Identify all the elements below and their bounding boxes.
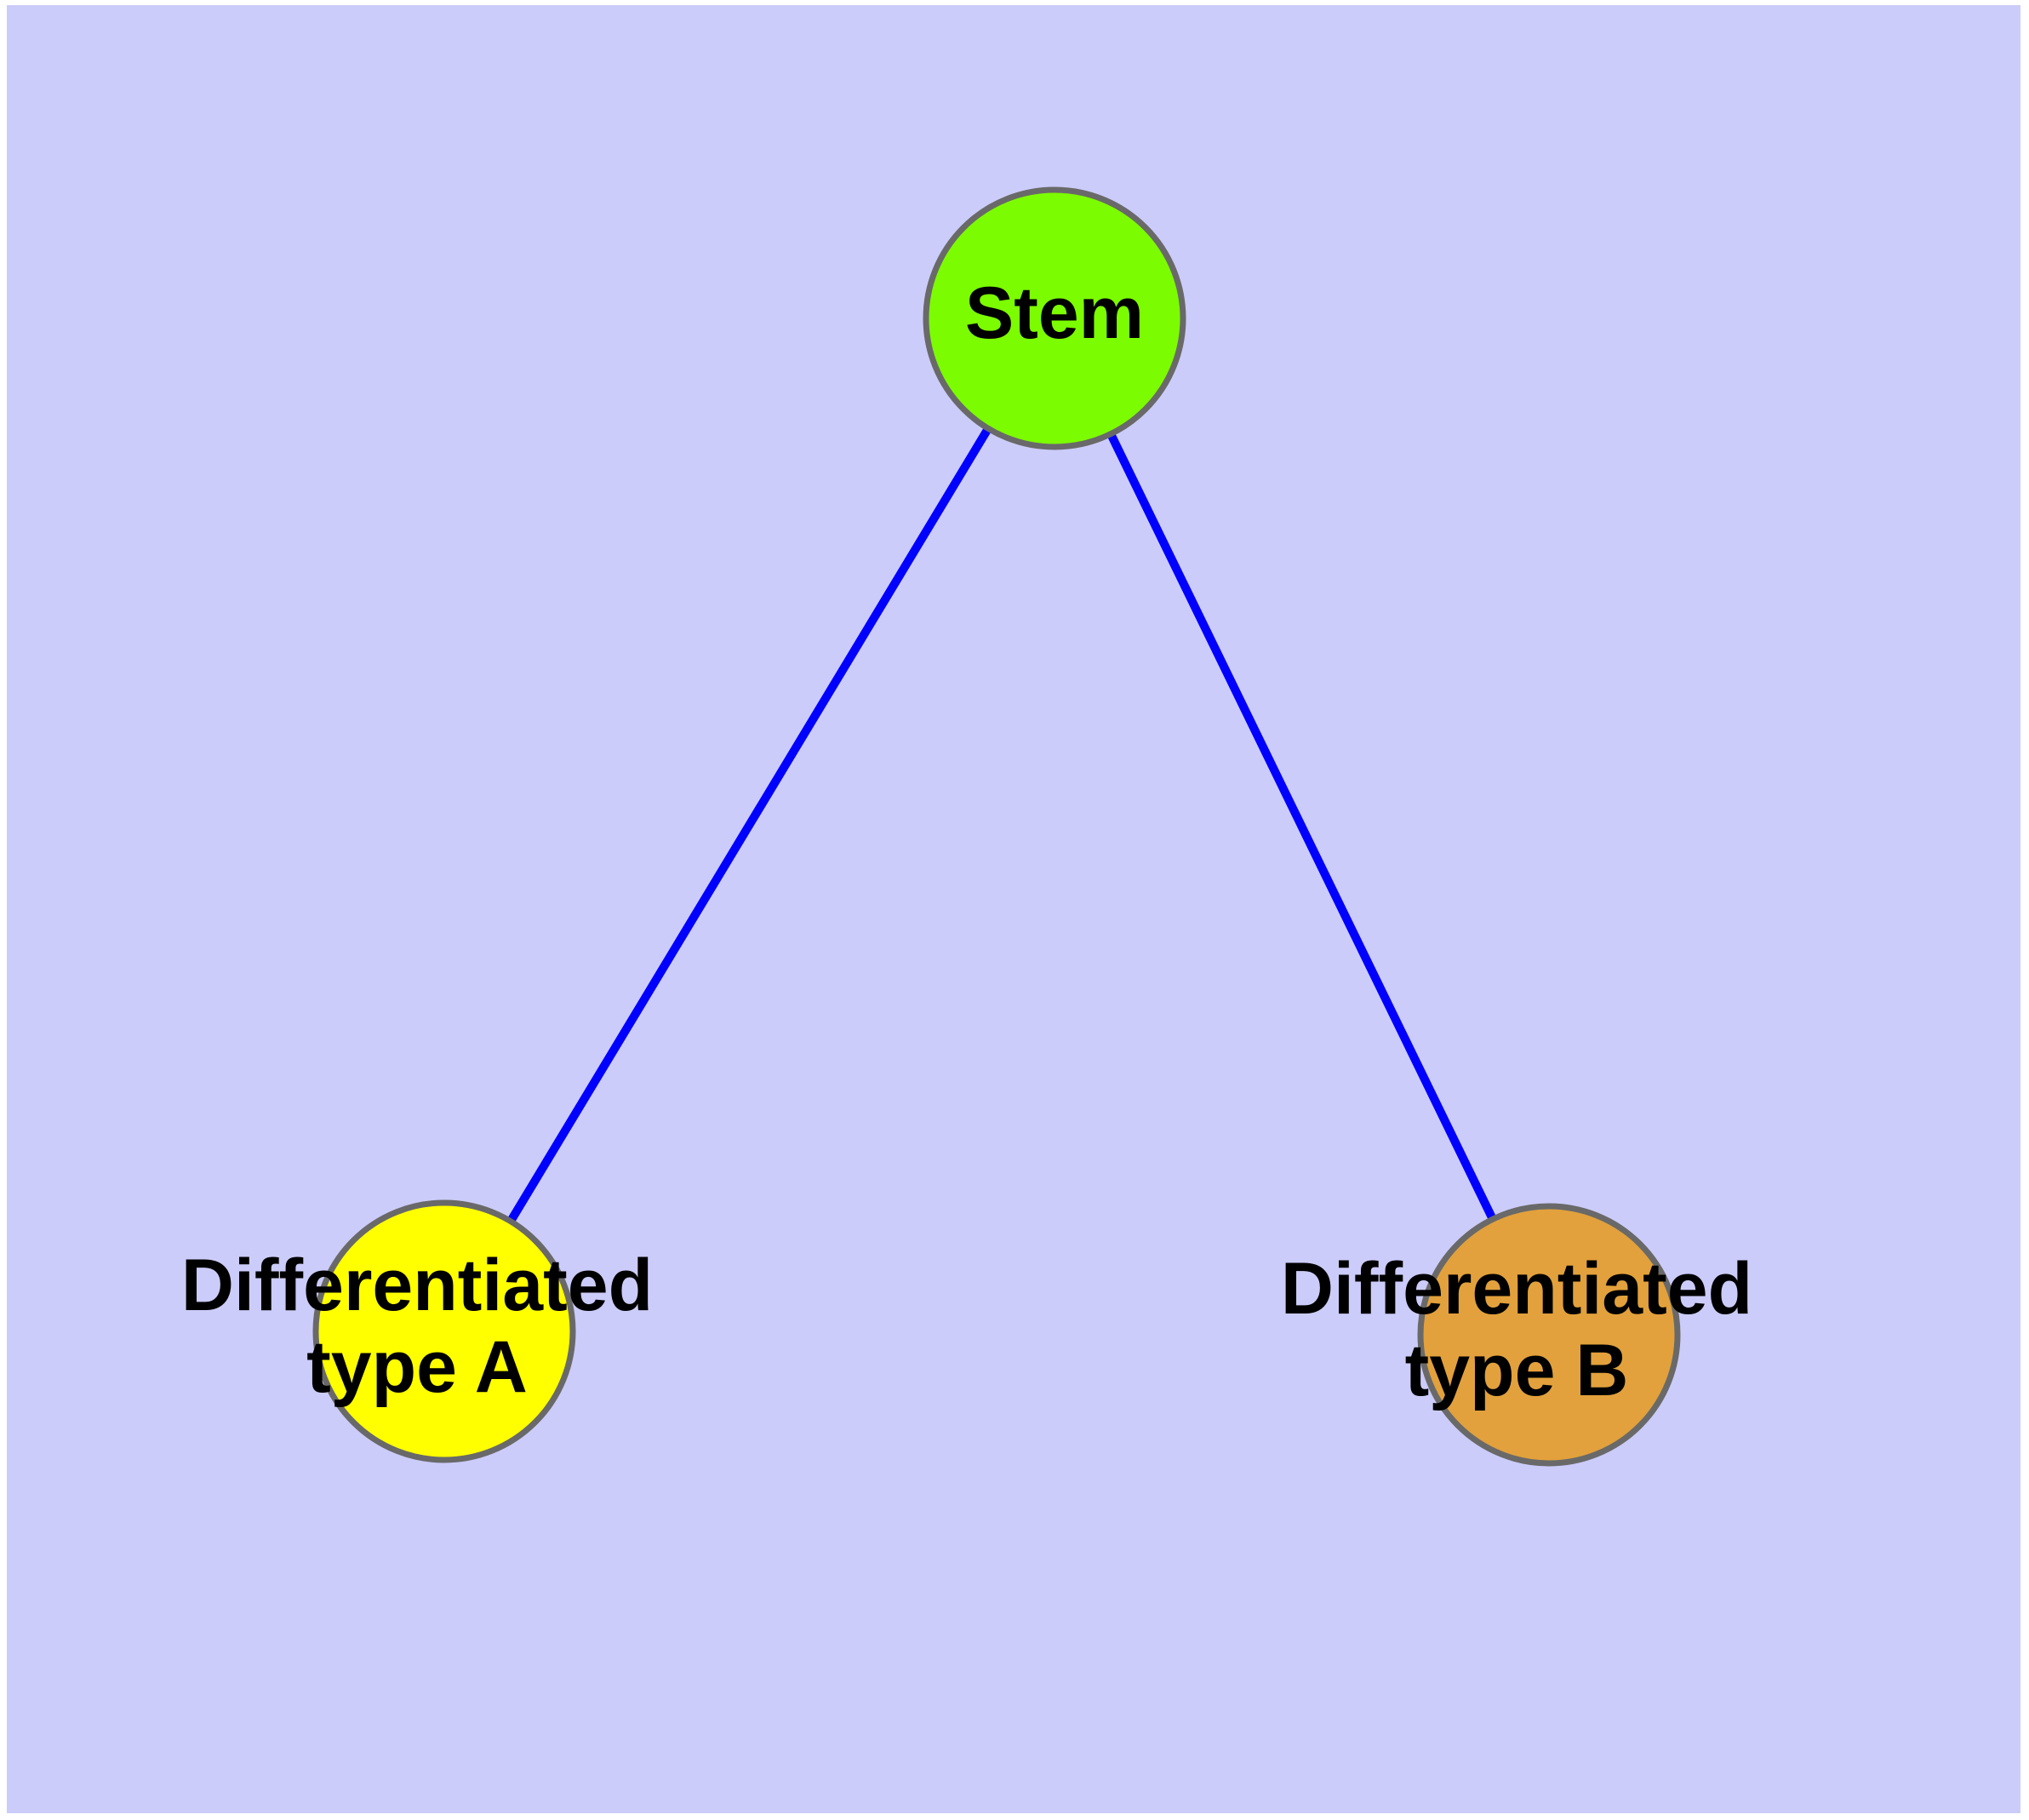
node-differentiated-type-b-circle[interactable] (1417, 1203, 1681, 1467)
node-stem-label: Stem (965, 272, 1144, 354)
node-label-line: type A (306, 1326, 528, 1408)
node-stem-circle[interactable] (923, 186, 1186, 450)
edges-layer (440, 316, 1553, 1337)
node-label-line: type B (1405, 1330, 1629, 1411)
node-label-line: Stem (965, 272, 1144, 354)
edge-stem-to-differentiated-type-a[interactable] (440, 316, 1059, 1334)
node-label-line: Differentiated (181, 1245, 653, 1326)
node-label-line: Differentiated (1281, 1248, 1752, 1330)
node-stem[interactable]: Stem (923, 186, 1186, 450)
edge-stem-to-differentiated-type-b[interactable] (1050, 316, 1553, 1337)
node-differentiated-type-a-circle[interactable] (312, 1199, 576, 1463)
